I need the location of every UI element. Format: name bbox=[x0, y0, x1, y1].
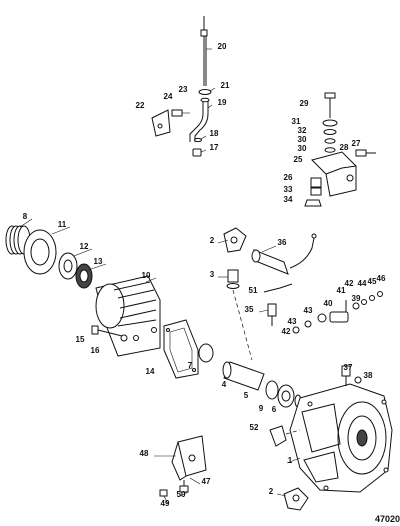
callout-c13: 13 bbox=[94, 257, 103, 266]
callout-c29: 29 bbox=[300, 99, 309, 108]
callout-c5: 5 bbox=[244, 391, 249, 400]
bracket-47-50 bbox=[154, 435, 207, 505]
callout-c27: 27 bbox=[352, 139, 361, 148]
callout-c23: 23 bbox=[179, 85, 188, 94]
bolt-15-16 bbox=[91, 325, 128, 342]
input-shaft-assembly bbox=[5, 218, 161, 357]
callout-c2b: 2 bbox=[269, 487, 274, 496]
callout-c45: 45 bbox=[368, 277, 377, 286]
callout-c19: 19 bbox=[218, 98, 227, 107]
callout-c38: 38 bbox=[364, 371, 373, 380]
callout-c10: 10 bbox=[142, 271, 151, 280]
callout-c31: 31 bbox=[292, 117, 301, 126]
callout-c46: 46 bbox=[377, 274, 386, 283]
callout-c47: 47 bbox=[202, 477, 211, 486]
callout-c25: 25 bbox=[294, 155, 303, 164]
callout-c12: 12 bbox=[80, 242, 89, 251]
callout-c34: 34 bbox=[284, 195, 293, 204]
callout-c41: 41 bbox=[337, 286, 346, 295]
callout-c22: 22 bbox=[136, 101, 145, 110]
callout-c50: 50 bbox=[177, 490, 186, 499]
callout-c42b: 42 bbox=[282, 327, 291, 336]
callout-c2a: 2 bbox=[210, 236, 215, 245]
callout-c18: 18 bbox=[210, 129, 219, 138]
callout-c11: 11 bbox=[58, 220, 67, 229]
callout-c44: 44 bbox=[358, 279, 367, 288]
callout-c51: 51 bbox=[249, 286, 258, 295]
gasket-14 bbox=[163, 319, 214, 379]
callout-c52: 52 bbox=[250, 423, 259, 432]
callout-c36: 36 bbox=[278, 238, 287, 247]
callout-c6: 6 bbox=[272, 405, 277, 414]
callout-c21: 21 bbox=[221, 81, 230, 90]
mount-bracket-assembly bbox=[304, 92, 376, 207]
callout-c49: 49 bbox=[161, 499, 170, 508]
callout-c16: 16 bbox=[91, 346, 100, 355]
callout-c42a: 42 bbox=[345, 279, 354, 288]
callout-c48: 48 bbox=[140, 449, 149, 458]
callout-c7: 7 bbox=[188, 361, 193, 370]
callout-c40: 40 bbox=[324, 299, 333, 308]
callout-c14: 14 bbox=[146, 367, 155, 376]
figure-number: 47020 bbox=[374, 514, 400, 524]
callout-c35: 35 bbox=[245, 305, 254, 314]
callout-c4: 4 bbox=[222, 380, 227, 389]
transmission-housing bbox=[269, 365, 393, 493]
callout-c37: 37 bbox=[344, 363, 353, 372]
cylinder-4-9 bbox=[222, 361, 302, 408]
callout-c32: 32 bbox=[298, 126, 307, 135]
callout-c1: 1 bbox=[288, 456, 293, 465]
callout-c3: 3 bbox=[210, 270, 215, 279]
callout-c8: 8 bbox=[23, 212, 28, 221]
sensor-assembly bbox=[217, 227, 317, 361]
callout-c28: 28 bbox=[340, 143, 349, 152]
callout-c24: 24 bbox=[164, 92, 173, 101]
callout-c17: 17 bbox=[210, 143, 219, 152]
sensor-2-bottom bbox=[276, 487, 309, 511]
callout-c43a: 43 bbox=[304, 306, 313, 315]
callout-c33: 33 bbox=[284, 185, 293, 194]
callout-c9: 9 bbox=[259, 404, 264, 413]
callout-c15: 15 bbox=[76, 335, 85, 344]
callout-c43b: 43 bbox=[288, 317, 297, 326]
callout-c30a: 30 bbox=[298, 135, 307, 144]
callout-c26: 26 bbox=[284, 173, 293, 182]
callout-c30b: 30 bbox=[298, 144, 307, 153]
dipstick-assembly bbox=[151, 16, 216, 157]
valve-assembly-39-46 bbox=[292, 291, 383, 334]
callout-c39: 39 bbox=[352, 294, 361, 303]
callout-c20: 20 bbox=[218, 42, 227, 51]
